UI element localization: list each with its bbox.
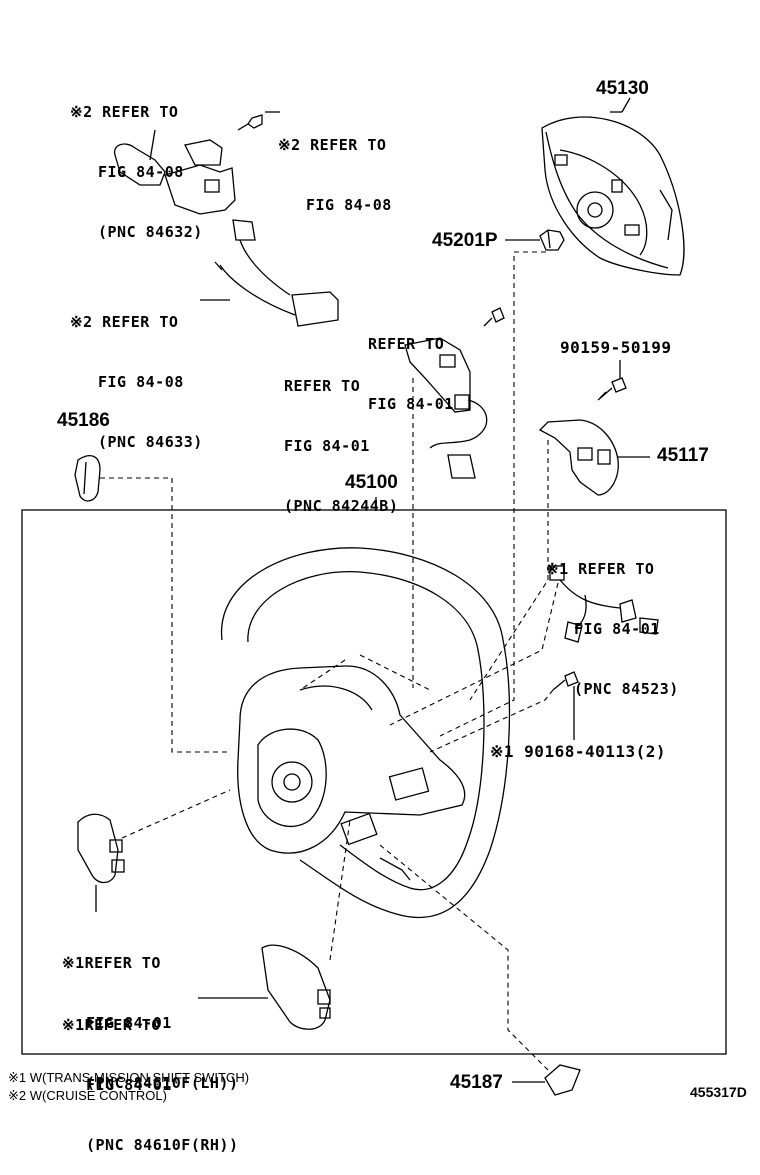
part-45201p: 45201P	[432, 230, 498, 251]
leader-45187	[379, 844, 549, 1071]
leader-center	[299, 659, 346, 691]
part-90159-50199: 90159-50199	[560, 338, 672, 357]
ref-combination-switch: ※2 REFER TO FIG 84-08 (PNC 84632)	[70, 103, 203, 241]
screw-90168-40113	[552, 671, 579, 740]
note-2: ※2 W(CRUISE CONTROL)	[8, 1088, 167, 1103]
combination-switch	[113, 111, 339, 327]
ref-combination-screw: ※2 REFER TO FIG 84-08	[278, 136, 392, 214]
leader-center2	[359, 654, 431, 691]
part-45117: 45117	[657, 445, 709, 466]
garnish-45187	[512, 1064, 581, 1096]
assembly-45100-box	[21, 509, 727, 1055]
figure-id: 455317D	[690, 1084, 747, 1100]
leader-45186	[100, 477, 230, 753]
airbag-45130	[541, 97, 685, 276]
nut-45201p	[539, 229, 565, 251]
part-45186: 45186	[57, 410, 110, 431]
ref-screw-84-01: REFER TO FIG 84-01	[368, 335, 454, 413]
ref-shift-switch-lh: ※1REFER TO FIG 84-01 (PNC 84610F(LH))	[62, 954, 239, 1092]
steering-wheel-45100	[221, 547, 511, 919]
part-45130: 45130	[596, 78, 649, 99]
cruise-control-switch	[404, 307, 505, 479]
screw-90159-50199	[597, 360, 627, 401]
garnish-45186	[74, 455, 101, 502]
note-1: ※1 W(TRANS MISSION SHIFT SWITCH)	[8, 1070, 250, 1085]
leader-shift-rh	[329, 819, 351, 961]
leader-45201p	[439, 251, 546, 737]
shift-switch-wire	[549, 565, 659, 643]
leader-45117	[469, 440, 549, 701]
leader-shift-lh	[121, 789, 231, 839]
part-45100: 45100	[345, 472, 398, 493]
part-90168-40113: ※1 90168-40113(2)	[490, 742, 667, 761]
ref-shift-wire: ※1 REFER TO FIG 84-01 (PNC 84523)	[546, 560, 679, 698]
leader-90168	[429, 689, 554, 753]
parts-diagram-canvas	[21, 97, 727, 1096]
ref-cruise-switch: REFER TO FIG 84-01 (PNC 84244B)	[284, 377, 399, 515]
leader-shift-wire	[389, 582, 559, 726]
shift-switch-lh	[77, 813, 125, 912]
cover-45117	[538, 419, 650, 496]
ref-combination-wire: ※2 REFER TO FIG 84-08 (PNC 84633)	[70, 313, 203, 451]
part-45187: 45187	[450, 1072, 503, 1093]
shift-switch-rh	[198, 944, 331, 1030]
